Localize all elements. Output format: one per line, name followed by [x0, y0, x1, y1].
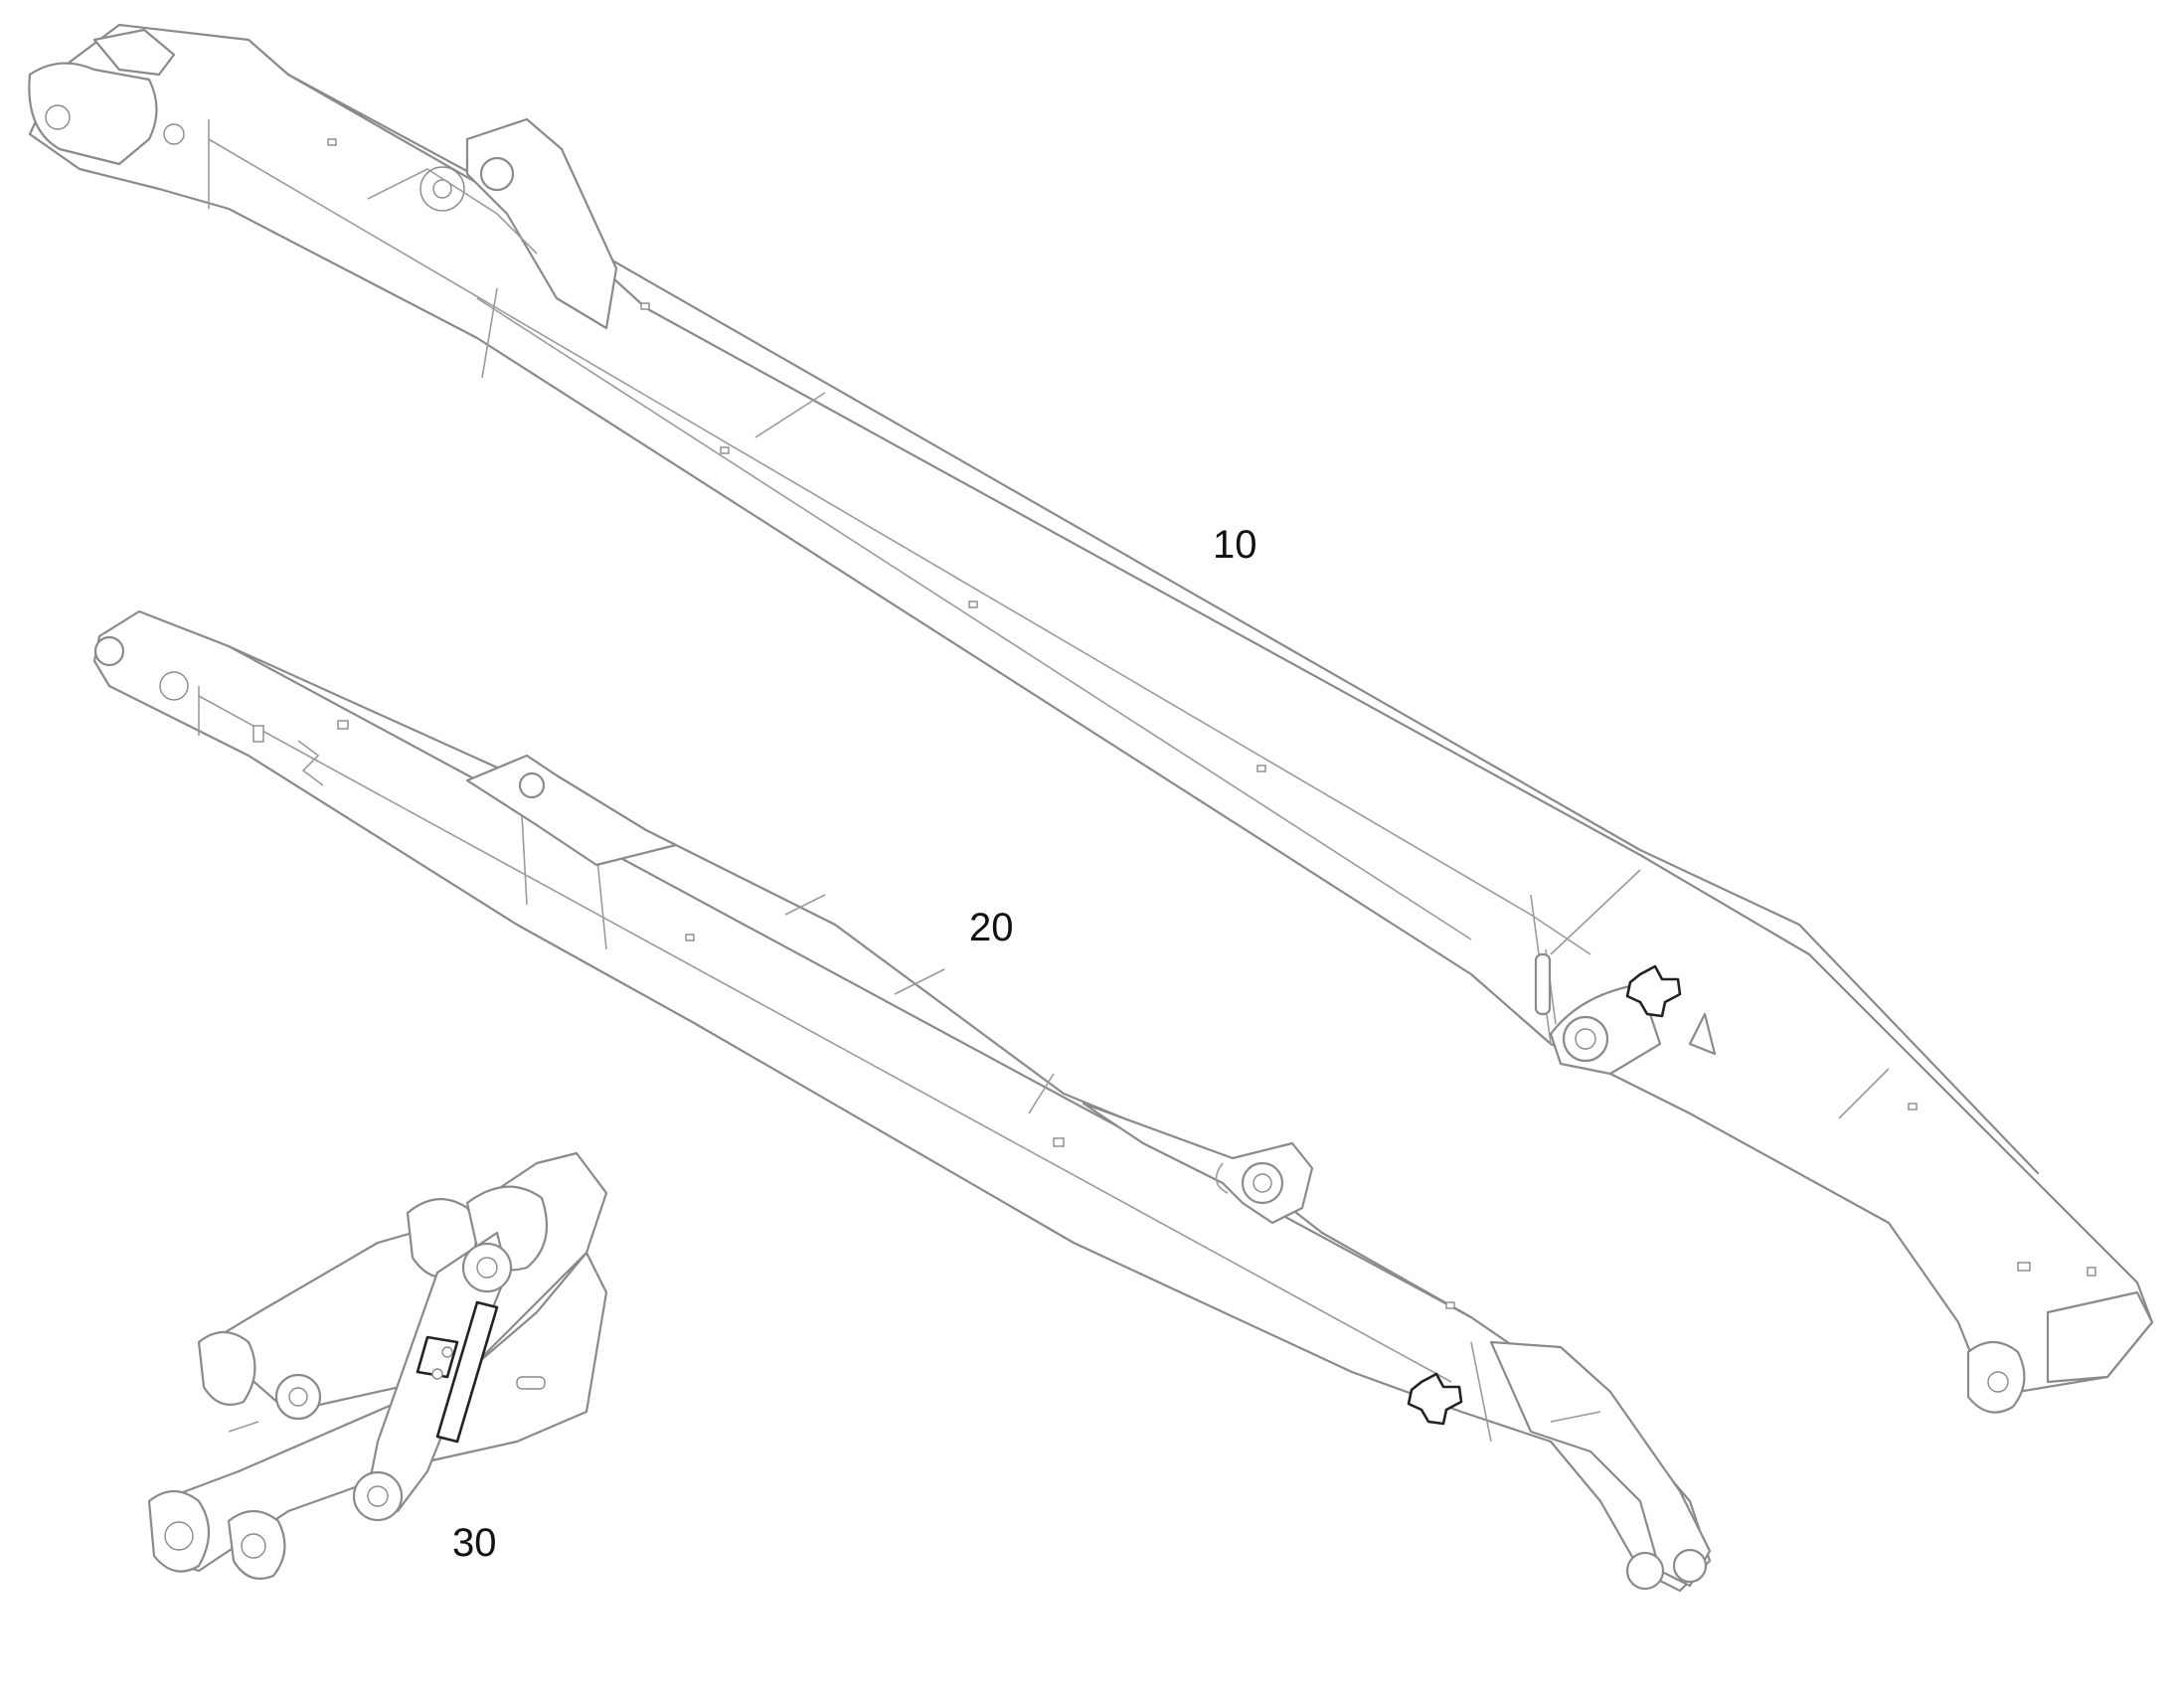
part-10-boom[interactable] [28, 23, 2154, 1414]
callout-10: 10 [1213, 523, 1257, 567]
callout-30: 30 [452, 1521, 497, 1565]
part-30-linkage-assembly[interactable] [147, 1151, 608, 1580]
callout-20: 20 [969, 906, 1014, 949]
part-20-boom[interactable] [92, 609, 1712, 1593]
